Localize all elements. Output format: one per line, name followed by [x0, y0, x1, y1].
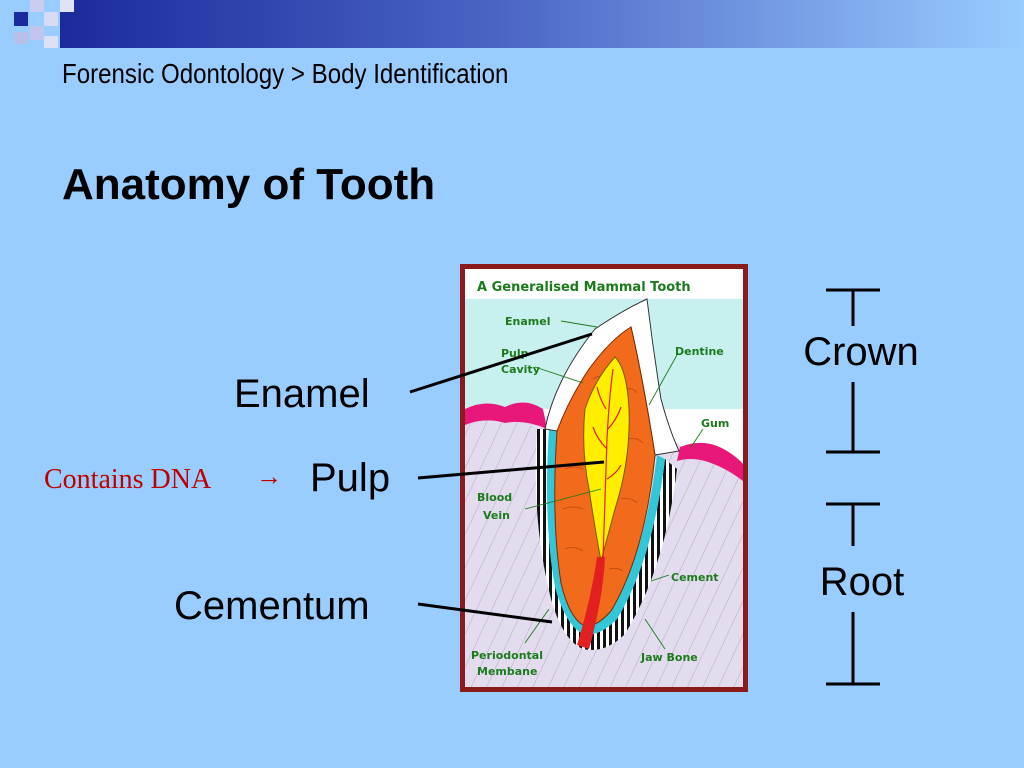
figure-label-enamel: Enamel	[505, 315, 550, 328]
crown-label: Crown	[803, 330, 919, 374]
blood-vessels	[592, 368, 622, 560]
figure-label-blood: Blood	[477, 491, 512, 504]
breadcrumb: Forensic Odontology > Body Identificatio…	[62, 58, 509, 89]
periodontal-membrane	[535, 429, 677, 650]
root-canal	[577, 557, 605, 649]
figure-title: A Generalised Mammal Tooth	[477, 280, 691, 295]
figure-label-pulp: Pulp	[501, 347, 529, 360]
cementum-callout: Cementum	[174, 584, 370, 628]
figure-label-cement: Cement	[671, 571, 719, 584]
figure-label-jaw-bone: Jaw Bone	[640, 651, 698, 664]
tooth-illustration: A Generalised Mammal Tooth Enamel Pulp C…	[465, 269, 743, 687]
dna-note: Contains DNA	[44, 464, 212, 495]
header-gradient-bar	[14, 0, 1024, 48]
figure-label-vein: Vein	[483, 509, 510, 522]
root-label: Root	[819, 560, 905, 604]
corner-squares-decoration	[14, 0, 74, 48]
page-title: Anatomy of Tooth	[62, 160, 436, 209]
figure-label-membane: Membane	[477, 665, 537, 678]
figure-label-periodontal: Periodontal	[471, 649, 543, 662]
dna-arrow-icon: →	[256, 462, 282, 491]
figure-label-gum: Gum	[701, 417, 729, 430]
gum-right	[677, 442, 743, 481]
tooth-diagram: A Generalised Mammal Tooth Enamel Pulp C…	[460, 264, 748, 692]
pulp-callout: Pulp	[310, 456, 391, 500]
enamel-callout: Enamel	[234, 372, 370, 416]
figure-label-dentine: Dentine	[675, 345, 724, 358]
figure-label-cavity: Cavity	[501, 363, 540, 376]
gum-left	[465, 402, 547, 429]
